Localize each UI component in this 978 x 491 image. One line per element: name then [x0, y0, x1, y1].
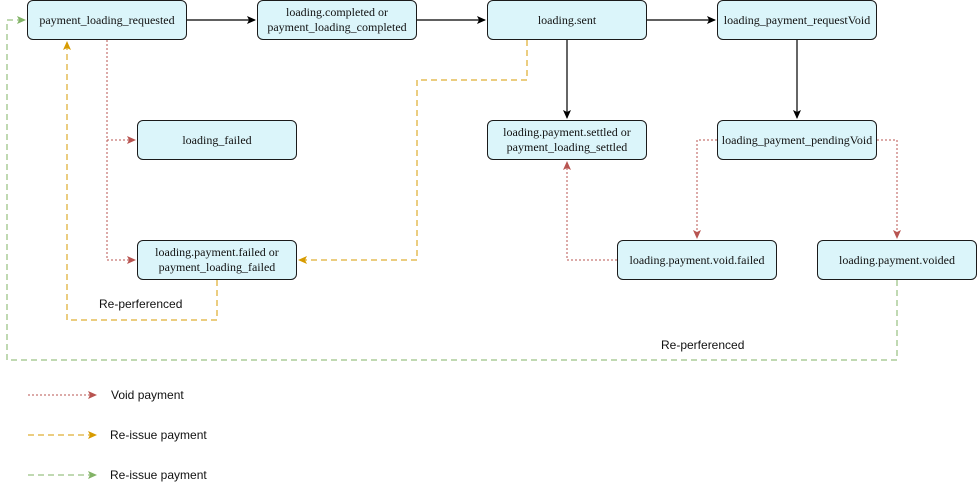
node-payment-loading-requested: payment_loading_requested [27, 0, 187, 40]
edge-pendingvoid-to-voided [877, 139, 901, 239]
node-payment-settled: loading.payment.settled or payment_loadi… [487, 120, 647, 160]
edge-sent-to-payment-failed [298, 40, 528, 264]
node-voided: loading.payment.voided [817, 240, 977, 280]
node-loading-sent: loading.sent [487, 0, 647, 40]
node-payment-failed: loading.payment.failed or payment_loadin… [137, 240, 297, 280]
node-loading-failed: loading_failed [137, 120, 297, 160]
edge-requested-to-loading-failed [106, 40, 136, 144]
legend-label-reissue-green: Re-issue payment [110, 468, 207, 482]
edge-pendingvoid-to-voidfailed [693, 139, 717, 239]
edge-voidfailed-to-settled [563, 161, 617, 261]
edge-payment-failed-to-requested [63, 41, 218, 321]
node-loading-completed: loading.completed or payment_loading_com… [257, 0, 417, 40]
label-reperferenced-bottom: Re-perferenced [661, 338, 745, 352]
edge-requested-to-payment-failed [106, 140, 136, 264]
node-void-failed: loading.payment.void.failed [617, 240, 777, 280]
legend-label-void: Void payment [111, 388, 184, 402]
edge-voided-to-requested [6, 16, 898, 361]
node-request-void: loading_payment_requestVoid [717, 0, 877, 40]
node-pending-void: loading_payment_pendingVoid [717, 120, 877, 160]
legend-label-reissue-orange: Re-issue payment [110, 428, 207, 442]
label-reperferenced-left: Re-perferenced [99, 297, 183, 311]
